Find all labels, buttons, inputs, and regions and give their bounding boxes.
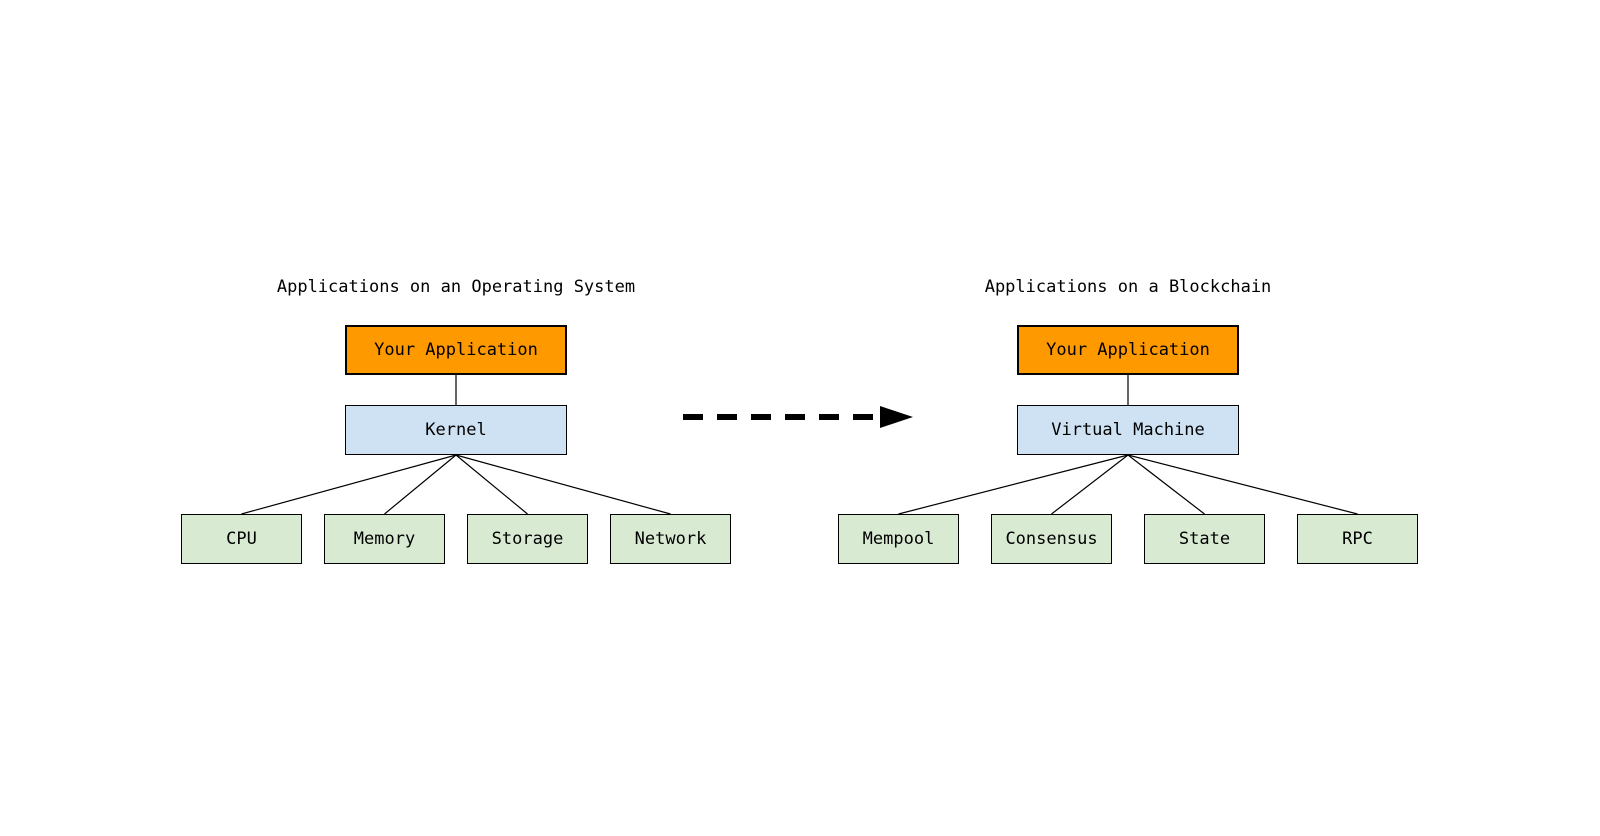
storage-box: Storage bbox=[467, 514, 588, 564]
virtual-machine-box: Virtual Machine bbox=[1017, 405, 1239, 455]
state-box: State bbox=[1144, 514, 1265, 564]
rpc-box: RPC bbox=[1297, 514, 1418, 564]
memory-box: Memory bbox=[324, 514, 445, 564]
left-tree-connectors bbox=[241, 375, 671, 515]
mempool-box: Mempool bbox=[838, 514, 959, 564]
network-box: Network bbox=[610, 514, 731, 564]
arrow-head bbox=[880, 406, 913, 428]
cpu-box: CPU bbox=[181, 514, 302, 564]
left-diagram-title: Applications on an Operating System bbox=[276, 277, 636, 297]
transition-arrow bbox=[683, 406, 913, 428]
right-diagram-title: Applications on a Blockchain bbox=[984, 277, 1272, 297]
kernel-box: Kernel bbox=[345, 405, 567, 455]
left-your-application-box: Your Application bbox=[345, 325, 567, 375]
consensus-box: Consensus bbox=[991, 514, 1112, 564]
right-tree-connectors bbox=[898, 375, 1358, 515]
right-your-application-box: Your Application bbox=[1017, 325, 1239, 375]
